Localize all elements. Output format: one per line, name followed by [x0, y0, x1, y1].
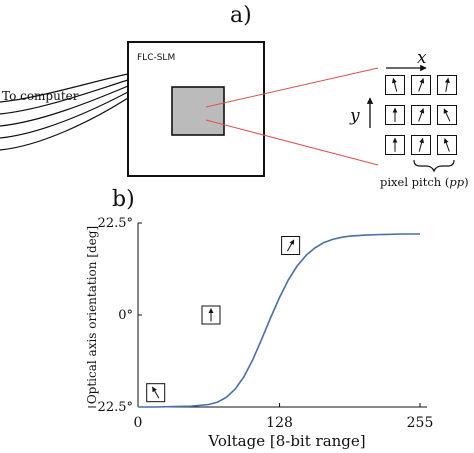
orientation-marker [146, 383, 166, 403]
annotations [146, 235, 301, 403]
pixel-cell [385, 135, 405, 155]
pixel-cell [385, 105, 405, 125]
x-tick-label: 0 [134, 415, 143, 431]
pixel-cell [411, 75, 431, 95]
pitch-brace [413, 159, 455, 173]
x-tick-label: 255 [407, 415, 434, 431]
pixel-cell [437, 75, 457, 95]
slm-label: FLC-SLM [137, 53, 175, 63]
chart: −22.5° 0° 22.5° 0 128 255 Voltage [8-bit ran… [85, 216, 433, 450]
pitch-label: pixel pitch (pp) [380, 175, 469, 189]
zoom-line-top [205, 67, 379, 108]
slm-active-area [171, 86, 225, 136]
y-tick-label: 22.5° [98, 216, 133, 231]
panel-a-label: a) [230, 3, 252, 28]
x-axis-title: Voltage [8-bit range] [207, 432, 365, 450]
y-axis-title: Optical axis orientation [deg] [85, 226, 99, 404]
pixel-cell [437, 105, 457, 125]
orientation-marker [201, 305, 221, 325]
series-line [138, 233, 420, 408]
y-ticks: −22.5° 0° 22.5° [87, 216, 142, 415]
x-axis-label: x [417, 48, 427, 68]
x-ticks: 0 128 255 [134, 403, 434, 431]
panel-b-label: b) [112, 187, 135, 212]
pixel-cell [385, 75, 405, 95]
orientation-marker [281, 235, 301, 255]
pixel-cell [411, 135, 431, 155]
computer-label: To computer [2, 89, 79, 103]
x-tick-label: 128 [266, 415, 293, 431]
y-tick-label: −22.5° [87, 400, 133, 415]
y-axis-label: y [349, 106, 360, 126]
y-tick-label: 0° [118, 308, 133, 323]
pixel-grid [385, 75, 457, 155]
zoom-line-bottom [205, 119, 379, 166]
computer-cables [0, 73, 129, 151]
pixel-cell [437, 135, 457, 155]
pixel-cell [411, 105, 431, 125]
